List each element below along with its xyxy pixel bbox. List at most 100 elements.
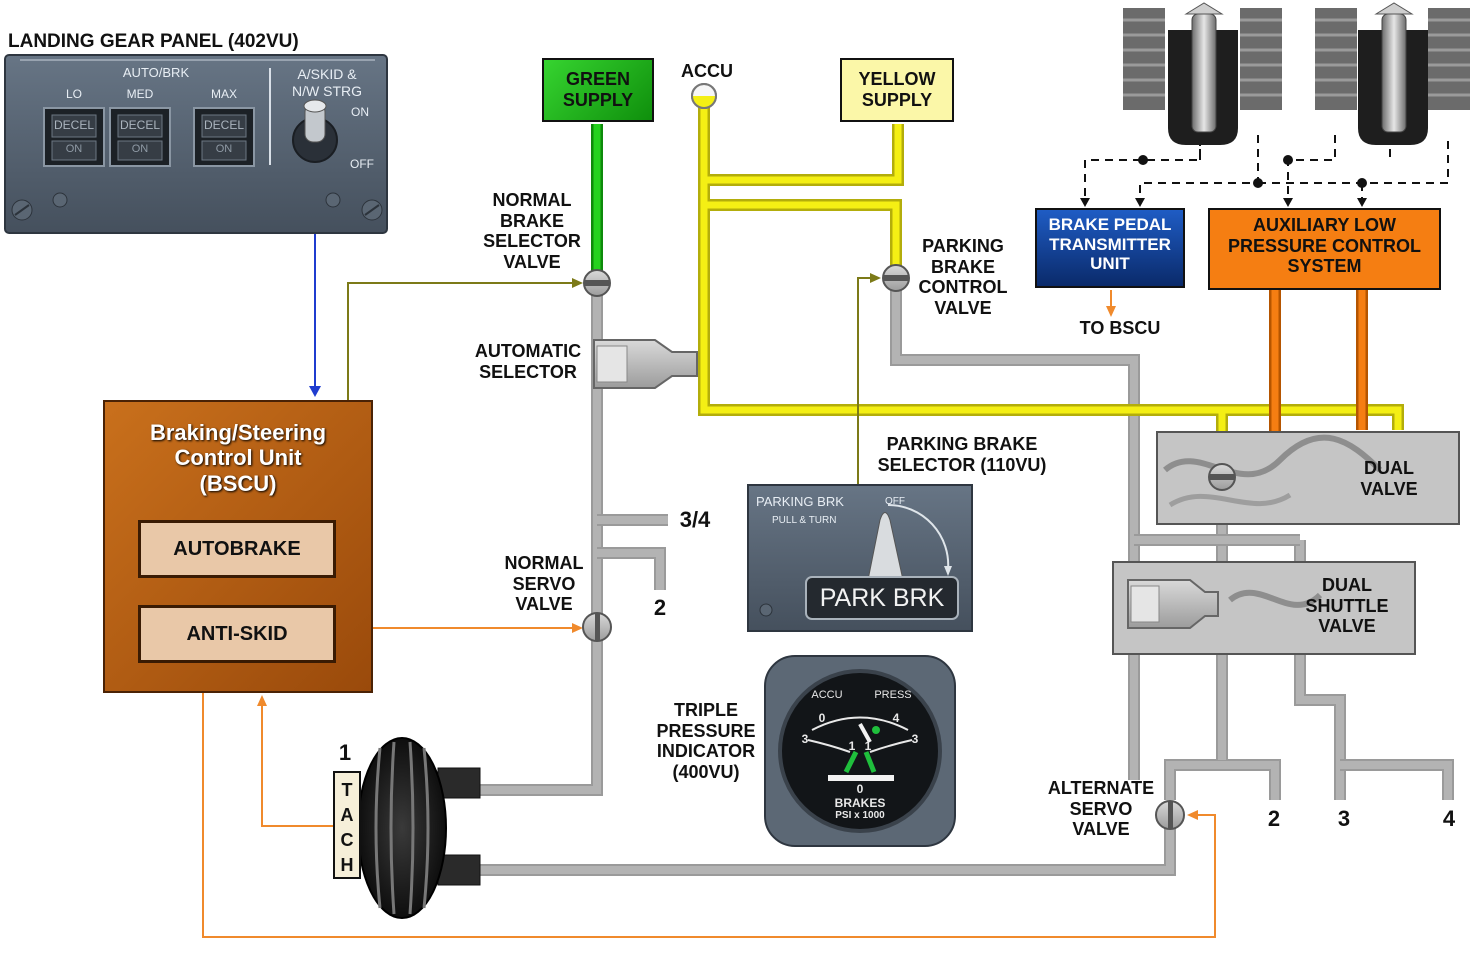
normal-servo-valve-label: NORMAL SERVO VALVE (490, 553, 598, 615)
nsv-line3: VALVE (515, 594, 573, 615)
pbcv-line1: PARKING (922, 236, 1004, 256)
wheel-tire-icon (357, 737, 481, 919)
dsv-line3: VALVE (1318, 616, 1376, 637)
lo-label: LO (65, 87, 82, 101)
wheel-number-2-alt: 2 (1267, 806, 1281, 831)
dv-line1: DUAL (1364, 458, 1414, 478)
brake-pedal-left-icon (1123, 2, 1282, 145)
askid-label-line2: N/W STRG (292, 83, 362, 99)
aux-line3: SYSTEM (1287, 256, 1362, 277)
aux-line2: PRESSURE CONTROL (1227, 235, 1422, 256)
nbsv-line3: SELECTOR (483, 231, 581, 252)
askid-toggle-switch[interactable] (292, 99, 338, 163)
pbcv-line2: BRAKE (930, 256, 995, 277)
wheel-number-1: 1 (338, 740, 352, 765)
panel-screw-left (11, 192, 68, 221)
decel-button-max[interactable] (193, 107, 255, 167)
parking-brake-control-valve-label: PARKING BRAKE CONTROL VALVE (908, 236, 1018, 319)
decel-button-med[interactable] (109, 107, 171, 167)
normal-brake-selector-valve-label: NORMAL BRAKE SELECTOR VALVE (470, 190, 594, 273)
nbsv-line4: VALVE (503, 252, 561, 273)
nbsv-line1: NORMAL (492, 190, 572, 210)
nsv-line2: SERVO (512, 573, 576, 594)
pbs-line2: SELECTOR (110VU) (877, 454, 1047, 475)
decel-lo-text: DECEL (53, 118, 94, 132)
indicator-scale-3-right: 3 (911, 732, 919, 746)
normal-servo-valve-icon (582, 612, 612, 642)
dv-line2: VALVE (1360, 478, 1418, 499)
tpi-line3: INDICATOR (656, 741, 756, 762)
automatic-selector-label: AUTOMATIC SELECTOR (466, 341, 590, 382)
asv-line1: ALTERNATE (1047, 778, 1155, 798)
wheel-number-3-4: 3/4 (679, 507, 711, 532)
askid-on-label: ON (351, 105, 369, 119)
indicator-scale-3-left: 3 (801, 732, 809, 746)
yellow-supply-box: YELLOW SUPPLY (840, 58, 954, 122)
to-bscu-label: TO BSCU (1079, 318, 1161, 338)
on-lo-text: ON (65, 143, 83, 155)
decel-max-text: DECEL (203, 118, 244, 132)
tach-h: H (340, 855, 354, 875)
landing-gear-panel (4, 54, 388, 234)
max-label: MAX (210, 87, 237, 101)
nbsv-line2: BRAKE (499, 210, 564, 231)
pbcv-line4: VALVE (934, 298, 992, 319)
normal-brake-selector-valve-icon (583, 269, 611, 297)
pull-turn-label: PULL & TURN (772, 515, 837, 526)
indicator-accu-label: ACCU (811, 689, 843, 701)
indicator-scale-0-top: 0 (818, 711, 826, 725)
dsv-line1: DUAL (1322, 575, 1372, 595)
on-med-text: ON (131, 143, 149, 155)
asv-line2: SERVO (1069, 798, 1133, 819)
aux-low-pressure-box: AUXILIARY LOW PRESSURE CONTROL SYSTEM (1208, 208, 1441, 290)
askid-label-line1: A/SKID & (297, 66, 357, 82)
parking-brake-selector-label: PARKING BRAKE SELECTOR (110VU) (862, 434, 1062, 475)
indicator-scale-1-right: 1 (864, 739, 872, 753)
dual-shuttle-valve-label: DUAL SHUTTLE VALVE (1296, 575, 1398, 637)
pbs-line1: PARKING BRAKE (886, 434, 1038, 454)
accu-label: ACCU (681, 61, 733, 81)
tach-label: T A C H (334, 778, 360, 878)
yellow-supply-lines (698, 100, 1404, 460)
decel-button-lo[interactable] (43, 107, 105, 167)
landing-gear-panel-title: LANDING GEAR PANEL (402VU) (8, 31, 299, 52)
accu-accumulator-icon (691, 83, 717, 109)
bscu-title-line1: Braking/Steering (149, 420, 327, 445)
wheel-number-2-normal: 2 (653, 595, 667, 620)
parking-brake-control-valve-icon (882, 264, 910, 292)
indicator-brakes-label: BRAKES (834, 796, 886, 810)
bptu-line2: TRANSMITTER (1049, 234, 1171, 254)
alternate-servo-valve-label: ALTERNATE SERVO VALVE (1040, 778, 1162, 840)
med-label: MED (126, 87, 154, 101)
brake-pedal-transmitter-box: BRAKE PEDAL TRANSMITTER UNIT (1035, 208, 1185, 288)
wheel-number-3: 3 (1337, 806, 1351, 831)
pbcv-line3: CONTROL (918, 277, 1008, 298)
dual-valve-body (1156, 431, 1460, 525)
green-supply-line2: SUPPLY (562, 89, 634, 110)
yellow-supply-line2: SUPPLY (861, 89, 933, 110)
triple-pressure-indicator (764, 655, 956, 847)
indicator-units-label: PSI x 1000 (835, 810, 885, 821)
triple-pressure-indicator-label: TRIPLE PRESSURE INDICATOR (400VU) (648, 700, 764, 783)
dashed-arrows (1080, 198, 1367, 207)
bscu-title-line3: (BSCU) (199, 470, 277, 496)
park-brk-knob[interactable]: PARK BRK (819, 584, 945, 612)
tach-a: A (340, 805, 354, 825)
bscu-antiskid-box: ANTI-SKID (138, 605, 336, 663)
decel-med-text: DECEL (119, 118, 160, 132)
tach-box (333, 771, 361, 879)
askid-off-label: OFF (350, 157, 374, 171)
dual-shuttle-valve-body (1112, 561, 1416, 655)
green-supply-line1: GREEN (565, 69, 630, 89)
tach-c: C (340, 830, 354, 850)
dual-valve-label: DUAL VALVE (1350, 458, 1428, 499)
bptu-line1: BRAKE PEDAL (1048, 215, 1172, 234)
asv-line3: VALVE (1072, 819, 1130, 840)
brake-pedal-right-icon (1315, 2, 1470, 145)
aux-line1: AUXILIARY LOW (1253, 215, 1396, 235)
signal-lines (202, 232, 1216, 938)
parking-off-label: OFF (885, 496, 905, 507)
indicator-press-label: PRESS (874, 689, 912, 701)
wheel-number-4: 4 (1442, 806, 1456, 831)
